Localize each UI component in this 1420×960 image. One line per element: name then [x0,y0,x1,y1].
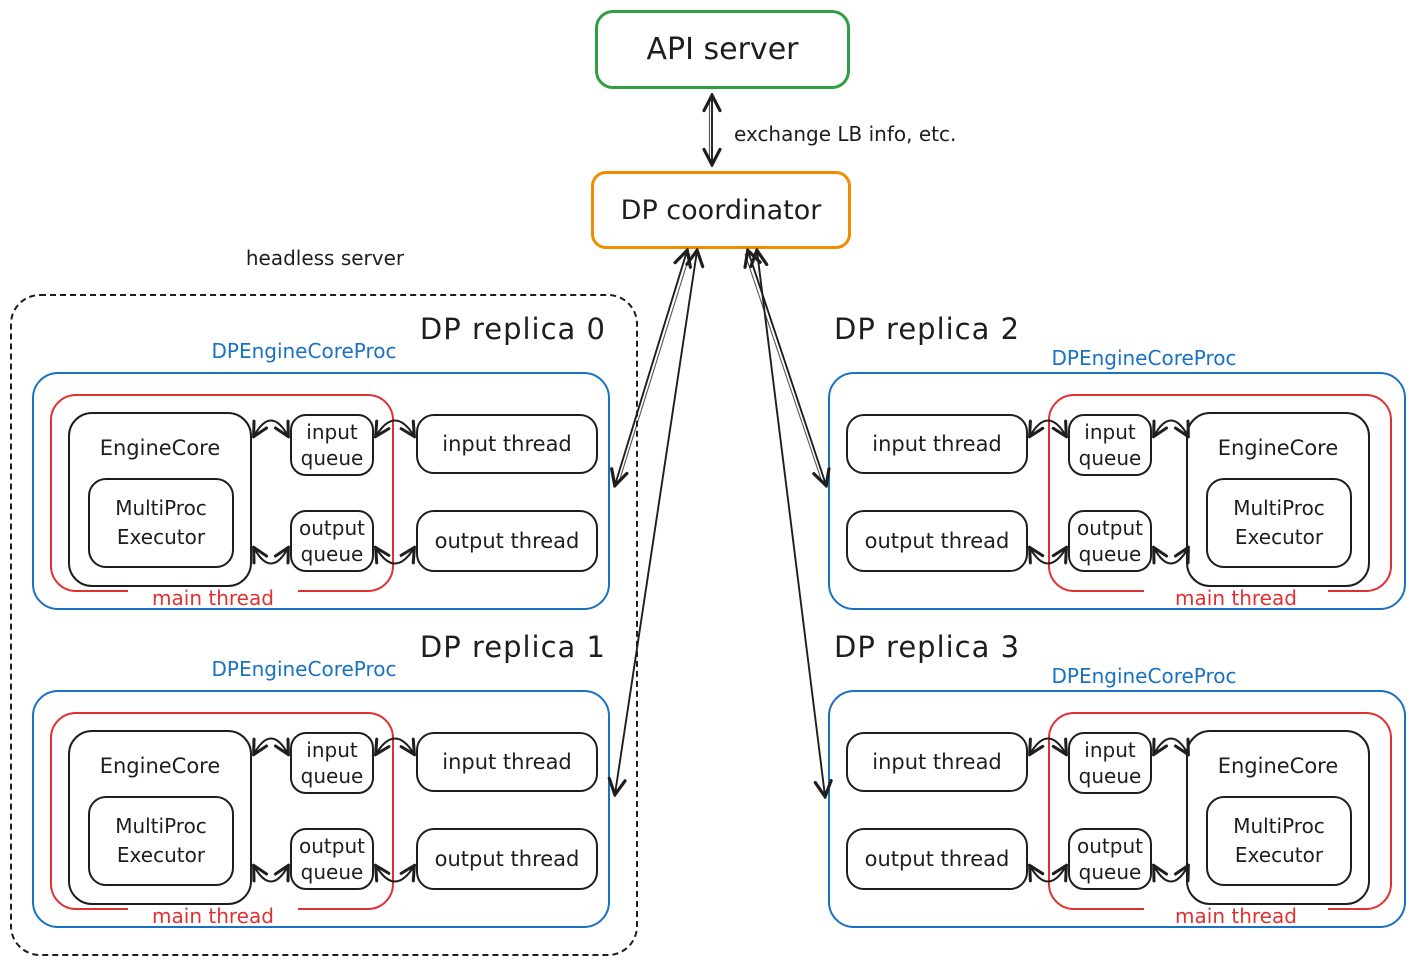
input-thread-box: input thread [846,414,1028,474]
dp-engine-core-proc-box [828,690,1406,928]
input-queue-box: input queue [290,414,374,476]
output-thread-box: output thread [416,828,598,890]
dp-replica: DP replica 2 DPEngineCoreProc EngineCore… [828,312,1406,610]
output-thread-box: output thread [846,510,1028,572]
replica-title: DP replica 0 [419,312,606,346]
input-thread-box: input thread [416,732,598,792]
input-thread-label: input thread [442,432,572,456]
output-queue-label: output queue [299,834,365,884]
input-queue-box: input queue [290,732,374,794]
output-thread-label: output thread [434,847,580,871]
engine-core-label: EngineCore [1217,754,1339,778]
output-thread-label: output thread [864,529,1010,553]
output-queue-label: output queue [1077,516,1143,566]
dp-engine-core-proc-label: DPEngineCoreProc [1051,346,1237,370]
output-thread-box: output thread [846,828,1028,890]
engine-core-box: EngineCore MultiProc Executor [68,730,252,905]
engine-core-label: EngineCore [99,436,221,460]
multiproc-executor-label: MultiProc Executor [115,814,207,867]
input-thread-box: input thread [846,732,1028,792]
dp-engine-core-proc-box [32,690,610,928]
input-queue-label: input queue [1078,420,1142,470]
engine-core-label: EngineCore [99,754,221,778]
output-thread-label: output thread [434,529,580,553]
multiproc-executor-box: MultiProc Executor [1206,796,1352,886]
input-queue-label: input queue [300,420,364,470]
main-thread-label: main thread [128,906,298,926]
api-server-label: API server [646,32,799,67]
multiproc-executor-box: MultiProc Executor [88,796,234,886]
dp-engine-core-proc-label: DPEngineCoreProc [211,657,397,681]
dp-replica: DP replica 1 DPEngineCoreProc EngineCore… [32,630,610,928]
engine-core-box: EngineCore MultiProc Executor [1186,730,1370,905]
engine-core-label: EngineCore [1217,436,1339,460]
input-thread-label: input thread [872,432,1002,456]
dp-engine-core-proc-label: DPEngineCoreProc [211,339,397,363]
engine-core-box: EngineCore MultiProc Executor [68,412,252,587]
api-server-box: API server [595,10,850,89]
replica-title: DP replica 3 [834,630,1021,664]
main-thread-label: main thread [1144,588,1328,608]
dp-replica: DP replica 0 DPEngineCoreProc EngineCore… [32,312,610,610]
dp-engine-core-proc-label: DPEngineCoreProc [1051,664,1237,688]
multiproc-executor-label: MultiProc Executor [115,496,207,549]
output-queue-label: output queue [1077,834,1143,884]
output-queue-box: output queue [1068,510,1152,572]
output-thread-label: output thread [864,847,1010,871]
coordinator-replica3-arrow [757,251,825,796]
main-thread-label: main thread [128,588,298,608]
headless-server-label: headless server [245,246,405,270]
output-queue-box: output queue [290,510,374,572]
input-thread-label: input thread [872,750,1002,774]
main-thread-label: main thread [1144,906,1328,926]
multiproc-executor-box: MultiProc Executor [88,478,234,568]
output-queue-label: output queue [299,516,365,566]
input-queue-label: input queue [300,738,364,788]
input-queue-label: input queue [1078,738,1142,788]
input-queue-box: input queue [1068,732,1152,794]
multiproc-executor-label: MultiProc Executor [1233,496,1325,549]
dp-coordinator-box: DP coordinator [591,171,851,249]
output-queue-box: output queue [290,828,374,890]
input-queue-box: input queue [1068,414,1152,476]
replica-title: DP replica 1 [419,630,606,664]
input-thread-box: input thread [416,414,598,474]
input-thread-label: input thread [442,750,572,774]
engine-core-box: EngineCore MultiProc Executor [1186,412,1370,587]
dp-replica: DP replica 3 DPEngineCoreProc EngineCore… [828,630,1406,928]
dp-coordinator-label: DP coordinator [620,194,822,226]
multiproc-executor-label: MultiProc Executor [1233,814,1325,867]
output-thread-box: output thread [416,510,598,572]
multiproc-executor-box: MultiProc Executor [1206,478,1352,568]
replica-title: DP replica 2 [834,312,1021,346]
coordinator-replica2-arrow [748,251,826,485]
output-queue-box: output queue [1068,828,1152,890]
exchange-info-label: exchange LB info, etc. [734,122,957,146]
